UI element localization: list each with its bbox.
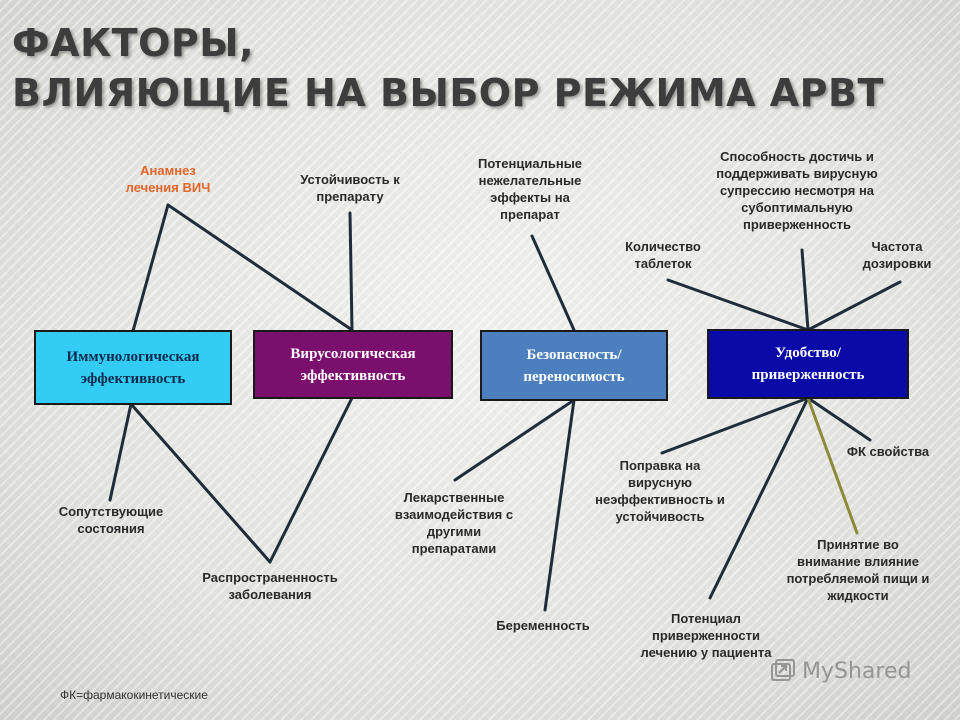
line-safety-pregnancy bbox=[543, 398, 576, 612]
line-anamnesis-viro bbox=[166, 203, 354, 332]
label-comorbidities: Сопутствующие состояния bbox=[58, 504, 164, 536]
box-convenience-adherence: Удобство/ приверженность bbox=[707, 329, 909, 399]
line-pills-conv bbox=[666, 278, 810, 332]
line-conv-failure bbox=[660, 396, 810, 455]
label-food-effect: Принятие во внимание влияние потребляемо… bbox=[786, 537, 930, 603]
box-convenience-label: Удобство/ приверженность bbox=[751, 345, 865, 383]
box-immunological-efficacy: Иммунологическая эффективность bbox=[34, 330, 232, 405]
line-immuno-comorbid bbox=[108, 402, 133, 502]
label-pk-properties: ФК свойства bbox=[846, 444, 930, 459]
box-safety-label: Безопасность/ переносимость bbox=[523, 346, 625, 385]
line-anamnesis-immuno bbox=[131, 203, 170, 333]
line-viro-prevalence bbox=[268, 396, 354, 564]
label-adherence-potential: Потенциал приверженности лечению у пацие… bbox=[640, 611, 772, 660]
label-disease-prevalence: Распространенность заболевания bbox=[202, 570, 338, 602]
myshared-logo-icon bbox=[771, 659, 795, 681]
label-drug-interactions: Лекарственные взаимодействия с другими п… bbox=[394, 490, 514, 556]
label-dosing-frequency: Частота дозировки bbox=[862, 239, 932, 271]
label-virologic-failure-adjustment: Поправка на вирусную неэффективность и у… bbox=[595, 458, 725, 524]
line-conv-pk bbox=[806, 396, 872, 442]
slide-title: ФАКТОРЫ, ВЛИЯЮЩИЕ НА ВЫБОР РЕЖИМА АРВТ bbox=[12, 18, 884, 118]
line-dosing-conv bbox=[806, 280, 902, 332]
box-immunological-label: Иммунологическая эффективность bbox=[66, 348, 200, 387]
title-line-1: ФАКТОРЫ, bbox=[12, 21, 255, 65]
label-viral-suppression: Способность достичь и поддерживать вирус… bbox=[716, 149, 878, 232]
line-sideeffects-safety bbox=[530, 234, 576, 332]
label-potential-side-effects: Потенциальные нежелательные эффекты на п… bbox=[477, 156, 583, 222]
line-suppression-conv bbox=[800, 248, 810, 332]
line-safety-interactions bbox=[453, 398, 576, 482]
box-virologic-efficacy: Вирусологическая эффективность bbox=[253, 330, 453, 399]
line-resistance-viro bbox=[348, 211, 354, 332]
watermark-text: MyShared bbox=[802, 658, 912, 684]
label-pregnancy: Беременность bbox=[496, 618, 590, 633]
label-pill-count: Количество таблеток bbox=[625, 239, 701, 271]
footnote: ФК=фармакокинетические bbox=[60, 688, 208, 702]
box-virologic-label: Вирусологическая эффективность bbox=[290, 345, 416, 384]
line-immuno-prevalence bbox=[129, 402, 272, 564]
watermark-brand: MyShared bbox=[770, 658, 911, 684]
line-conv-adherence bbox=[708, 396, 810, 600]
label-hiv-treatment-history: Анамнез лечения ВИЧ bbox=[125, 163, 211, 195]
label-drug-resistance: Устойчивость к препарату bbox=[300, 172, 400, 204]
title-line-2: ВЛИЯЮЩИЕ НА ВЫБОР РЕЖИМА АРВТ bbox=[12, 71, 884, 115]
line-conv-food bbox=[806, 396, 859, 535]
box-safety-tolerability: Безопасность/ переносимость bbox=[480, 330, 668, 401]
